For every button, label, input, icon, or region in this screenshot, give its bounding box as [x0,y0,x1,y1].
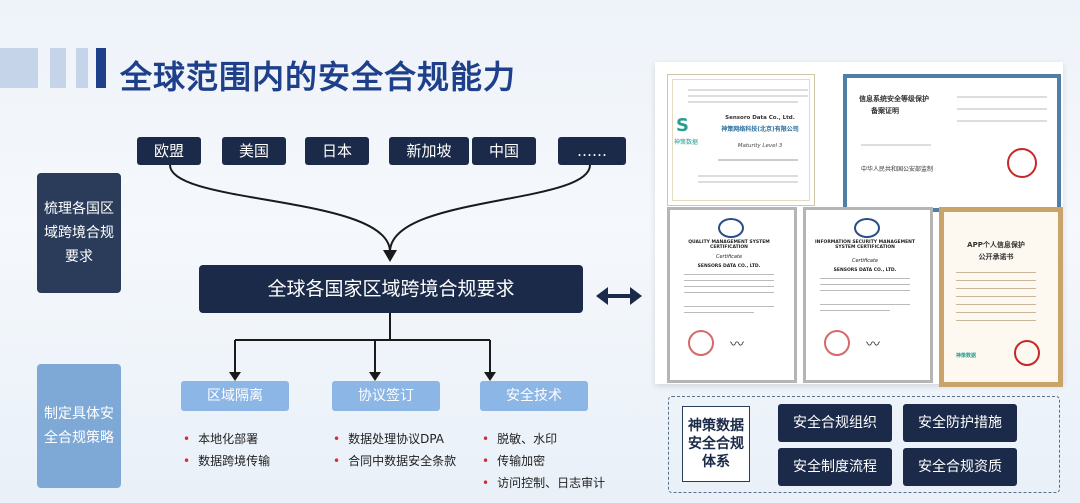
seal-icon [1007,148,1037,178]
iso-quality-title: QUALITY MANAGEMENT SYSTEM CERTIFICATION [688,240,770,250]
cmmi-logo-text: 神策数据 [674,139,699,146]
certifier-logo-icon [854,218,880,238]
compliance-system-name-label: 神策数据安全合规体系 [688,418,744,470]
sidebox-strategy-label: 制定具体安全合规策略 [44,406,114,446]
region-china: 中国 [472,137,536,165]
certifier-logo-icon [718,218,744,238]
signature-icon: 〰 [866,337,880,353]
region-us: 美国 [222,137,286,165]
certificates-panel: S 神策数据 Sensoro Data Co., Ltd. 神策网络科技(北京)… [655,62,1063,387]
system-item-process: 安全制度流程 [778,448,892,486]
filing-certificate: 信息系统安全等级保护 备案证明 中华人民共和国公安部监制 [843,74,1061,212]
cmmi-company-cn: 神策网络科技(北京)有限公司 [721,126,799,133]
filing-issuer: 中华人民共和国公安部监制 [861,166,934,173]
sidebox-strategy: 制定具体安全合规策略 [37,364,121,488]
app-cert-subtitle: 公开承诺书 [978,253,1014,261]
app-cert-title: APP个人信息保护 [967,241,1025,249]
compliance-system-name: 神策数据安全合规体系 [682,406,750,482]
iso-security-certificate: INFORMATION SECURITY MANAGEMENT SYSTEM C… [803,207,933,383]
iso-quality-certificate: QUALITY MANAGEMENT SYSTEM CERTIFICATION … [667,207,797,383]
iso-security-subtitle: Certificate [851,258,879,264]
flow-arrows [169,164,642,381]
list-item: 脱敏、水印 [482,428,605,450]
page-title: 全球范围内的安全合规能力 [120,58,517,96]
list-item: 传输加密 [482,450,605,472]
category-agreements: 协议签订 [332,381,440,411]
iso-quality-company: SENSORS DATA CO., LTD. [697,264,761,269]
filing-title: 信息系统安全等级保护 [859,95,929,103]
compliance-system-frame [668,396,1060,493]
cmmi-level: Maturity Level 3 [737,143,783,149]
system-item-protection: 安全防护措施 [903,404,1017,442]
seal-icon [688,330,714,356]
seal-icon [824,330,850,356]
iso-quality-subtitle: Certificate [715,254,743,260]
cmmi-company-en: Sensoro Data Co., Ltd. [725,115,795,121]
list-item: 数据处理协议DPA [333,428,456,450]
app-privacy-certificate: APP个人信息保护 公开承诺书 神策数据 [939,207,1063,387]
cmmi-certificate: S 神策数据 Sensoro Data Co., Ltd. 神策网络科技(北京)… [667,74,815,206]
list-item: 合同中数据安全条款 [333,450,456,472]
list-item: 访问控制、日志审计 [482,472,605,494]
region-eu: 欧盟 [137,137,201,165]
category-region-isolation: 区域隔离 [181,381,289,411]
list-item: 数据跨境传输 [183,450,270,472]
region-japan: 日本 [305,137,369,165]
double-arrow-icon [596,287,642,305]
iso-security-title: INFORMATION SECURITY MANAGEMENT SYSTEM C… [815,240,915,250]
iso-security-company: SENSORS DATA CO., LTD. [833,268,897,273]
list-security-tech: 脱敏、水印 传输加密 访问控制、日志审计 [482,428,605,494]
seal-icon [1014,340,1040,366]
list-agreements: 数据处理协议DPA 合同中数据安全条款 [333,428,456,472]
signature-icon: 〰 [730,337,744,353]
list-region-isolation: 本地化部署 数据跨境传输 [183,428,270,472]
sidebox-requirements: 梳理各国区域跨境合规要求 [37,173,121,293]
system-item-organization: 安全合规组织 [778,404,892,442]
filing-subtitle: 备案证明 [871,107,899,115]
logo-icon: S [676,115,689,136]
central-requirements-box: 全球各国家区域跨境合规要求 [199,265,583,313]
region-singapore: 新加坡 [389,137,469,165]
category-security-tech: 安全技术 [480,381,588,411]
region-more: …… [558,137,626,165]
sidebox-requirements-label: 梳理各国区域跨境合规要求 [44,201,114,265]
list-item: 本地化部署 [183,428,270,450]
app-cert-logo: 神策数据 [956,353,977,359]
system-item-qualification: 安全合规资质 [903,448,1017,486]
